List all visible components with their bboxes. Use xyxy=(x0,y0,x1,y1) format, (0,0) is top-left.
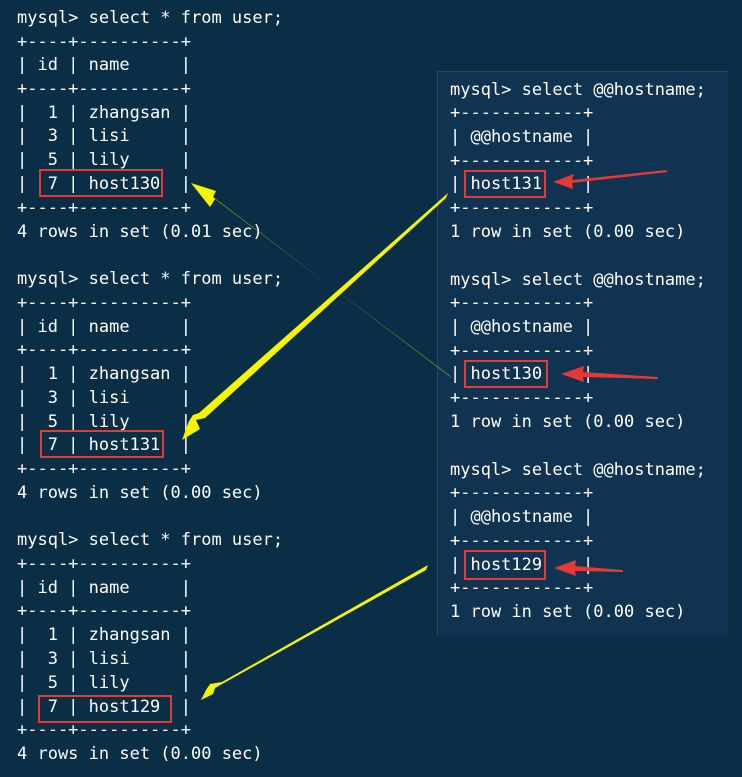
table-border: +------------+ xyxy=(450,198,594,218)
table-border: +----+----------+ xyxy=(17,459,191,479)
command-prompt: mysql> select * from user; xyxy=(17,530,284,550)
table-border: +----+----------+ xyxy=(17,32,191,52)
table-row: | 7 | host131 | xyxy=(17,435,191,455)
command-prompt: mysql> select @@hostname; xyxy=(450,80,706,100)
table-row: | 5 | lily | xyxy=(17,412,191,432)
table-border: +------------+ xyxy=(450,103,594,123)
highlight-box xyxy=(40,430,164,458)
red-arrow-host130 xyxy=(561,366,658,382)
yellow-arrow-host129-to-left xyxy=(201,565,428,700)
table-row: | 3 | lisi | xyxy=(17,649,191,669)
table-header: | id | name | xyxy=(17,578,191,598)
highlight-box xyxy=(39,169,163,197)
highlight-box xyxy=(464,170,546,198)
table-row: | 1 | zhangsan | xyxy=(17,364,191,384)
highlight-box xyxy=(38,695,172,723)
table-header: | @@hostname | xyxy=(450,507,594,527)
command-prompt: mysql> select * from user; xyxy=(17,269,284,289)
result-status: 1 row in set (0.00 sec) xyxy=(450,222,686,242)
hostname-panel xyxy=(437,71,728,635)
table-header: | @@hostname | xyxy=(450,317,594,337)
table-border: +------------+ xyxy=(450,483,594,503)
table-row: | 3 | lisi | xyxy=(17,388,191,408)
table-border: +----+----------+ xyxy=(17,79,191,99)
highlight-box xyxy=(464,360,548,388)
highlight-box xyxy=(464,550,546,580)
table-border: +------------+ xyxy=(450,531,594,551)
table-border: +------------+ xyxy=(450,578,594,598)
hostname-value: | host129 | xyxy=(450,555,594,575)
command-prompt: mysql> select * from user; xyxy=(17,8,284,28)
table-border: +----+----------+ xyxy=(17,293,191,313)
red-arrow-host129 xyxy=(554,560,623,576)
table-row: | 5 | lily | xyxy=(17,150,191,170)
table-row: | 1 | zhangsan | xyxy=(17,625,191,645)
table-row: | 1 | zhangsan | xyxy=(17,103,191,123)
table-border: +----+----------+ xyxy=(17,198,191,218)
table-border: +------------+ xyxy=(450,151,594,171)
result-status: 4 rows in set (0.00 sec) xyxy=(17,744,263,764)
table-border: +------------+ xyxy=(450,293,594,313)
table-row: | 7 | host130 | xyxy=(17,174,191,194)
result-status: 1 row in set (0.00 sec) xyxy=(450,602,686,622)
table-border: +----+----------+ xyxy=(17,720,191,740)
table-border: +------------+ xyxy=(450,388,594,408)
hostname-value: | host131 | xyxy=(450,174,594,194)
command-prompt: mysql> select @@hostname; xyxy=(450,460,706,480)
table-header: | id | name | xyxy=(17,55,191,75)
table-row: | 5 | lily | xyxy=(17,673,191,693)
red-arrow-host131 xyxy=(553,170,668,189)
table-header: | @@hostname | xyxy=(450,127,594,147)
yellow-arrow-host131-to-left xyxy=(182,193,448,440)
result-status: 1 row in set (0.00 sec) xyxy=(450,412,686,432)
table-border: +----+----------+ xyxy=(17,601,191,621)
command-prompt: mysql> select @@hostname; xyxy=(450,270,706,290)
result-status: 4 rows in set (0.01 sec) xyxy=(17,222,263,242)
table-border: +----+----------+ xyxy=(17,340,191,360)
table-row: | 3 | lisi | xyxy=(17,126,191,146)
table-header: | id | name | xyxy=(17,317,191,337)
table-border: +------------+ xyxy=(450,341,594,361)
table-border: +----+----------+ xyxy=(17,554,191,574)
yellow-arrow-host130-to-left xyxy=(191,183,455,381)
result-status: 4 rows in set (0.00 sec) xyxy=(17,483,263,503)
table-row: | 7 | host129 | xyxy=(17,697,191,717)
